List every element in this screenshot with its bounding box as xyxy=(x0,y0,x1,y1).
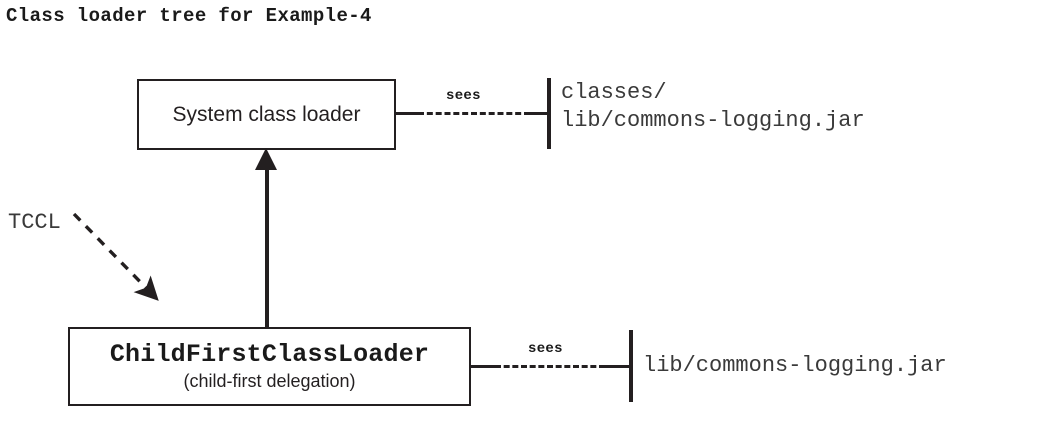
system-classpath-text: classes/ lib/commons-logging.jar xyxy=(561,80,865,134)
delegation-arrow-head-icon xyxy=(255,148,277,170)
sees-top-stub-right xyxy=(530,112,549,115)
sees-bottom-dashed-line xyxy=(495,365,605,368)
sees-bottom-stub-left xyxy=(471,365,495,368)
node-system-class-loader: System class loader xyxy=(137,79,396,150)
sees-top-stub-left xyxy=(396,112,418,115)
child-resource-bracket xyxy=(629,330,633,402)
sees-top-label: sees xyxy=(443,88,484,104)
node-child-first-class-loader: ChildFirstClassLoader (child-first deleg… xyxy=(68,327,471,406)
sees-bottom-stub-right xyxy=(605,365,632,368)
sees-bottom-label: sees xyxy=(525,341,566,357)
delegation-arrow-shaft xyxy=(265,163,269,327)
sees-top-dashed-line xyxy=(418,112,530,115)
child-classpath-text: lib/commons-logging.jar xyxy=(643,353,947,378)
node-system-class-loader-label: System class loader xyxy=(172,102,361,126)
page-title: Class loader tree for Example-4 xyxy=(6,5,372,27)
node-child-first-class-loader-sublabel: (child-first delegation) xyxy=(183,370,356,391)
system-resource-bracket xyxy=(547,78,551,149)
node-child-first-class-loader-label: ChildFirstClassLoader xyxy=(109,340,430,370)
tccl-dashed-arrow-icon xyxy=(72,212,159,301)
tccl-label: TCCL xyxy=(8,210,61,235)
